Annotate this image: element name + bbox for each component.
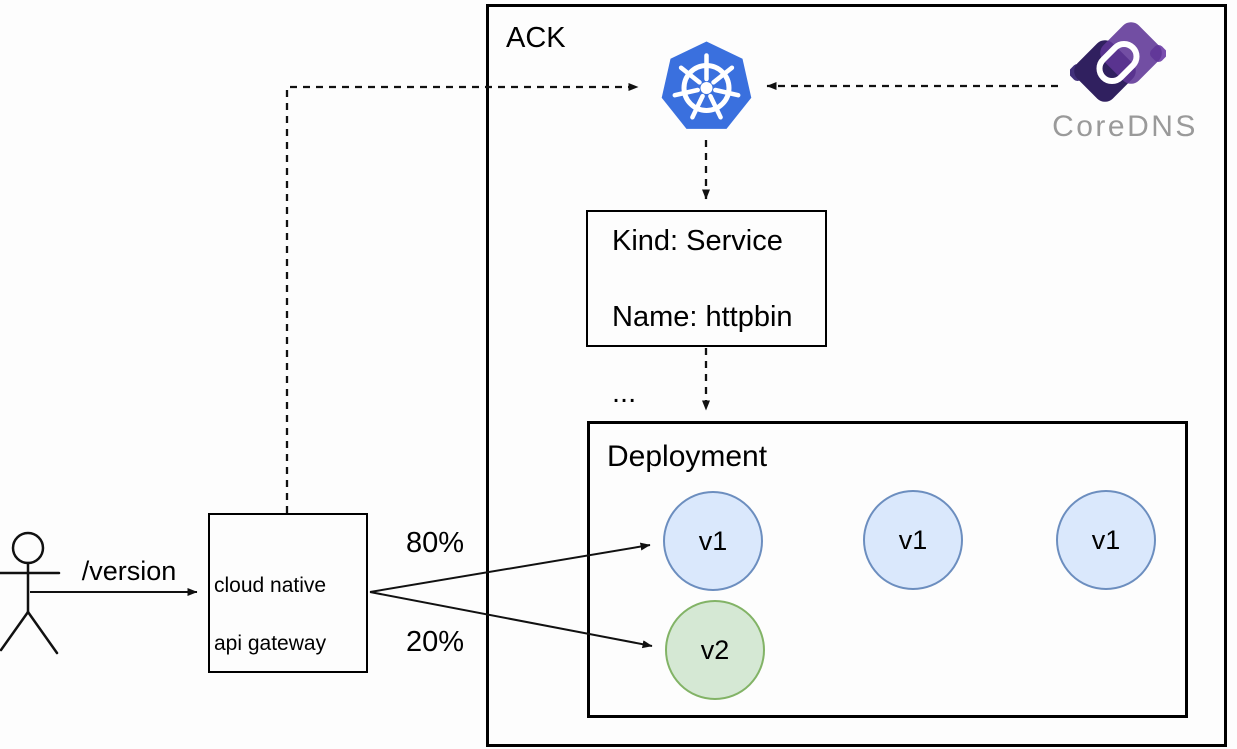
pod-v2-replica-1: v2: [665, 600, 765, 700]
service-manifest-text: Kind: Service Name: httpbin ...: [612, 222, 793, 412]
pod-label: v1: [698, 525, 728, 556]
traffic-weight-20-label: 20%: [405, 626, 465, 658]
request-path-label: /version: [81, 556, 177, 586]
kubernetes-icon: [661, 41, 752, 129]
gateway-box: [208, 513, 368, 673]
service-kind-line: Kind: Service: [612, 225, 783, 257]
ack-cluster-label: ACK: [506, 22, 566, 54]
person-icon: [0, 531, 61, 655]
pod-label: v2: [700, 634, 730, 665]
service-ellipsis-line: ...: [612, 377, 637, 409]
coredns-icon: [1070, 22, 1166, 102]
pod-v1-replica-2: v1: [863, 490, 963, 590]
pod-label: v1: [1091, 524, 1121, 555]
gateway-label: cloud native api gateway: [214, 574, 327, 655]
pod-v1-replica-1: v1: [663, 491, 763, 591]
pod-v1-replica-3: v1: [1056, 490, 1156, 590]
traffic-weight-80-label: 80%: [405, 527, 465, 559]
deployment-label: Deployment: [607, 440, 768, 473]
pod-label: v1: [898, 524, 928, 555]
coredns-label: CoreDNS: [1052, 110, 1198, 143]
service-name-line: Name: httpbin: [612, 301, 793, 333]
